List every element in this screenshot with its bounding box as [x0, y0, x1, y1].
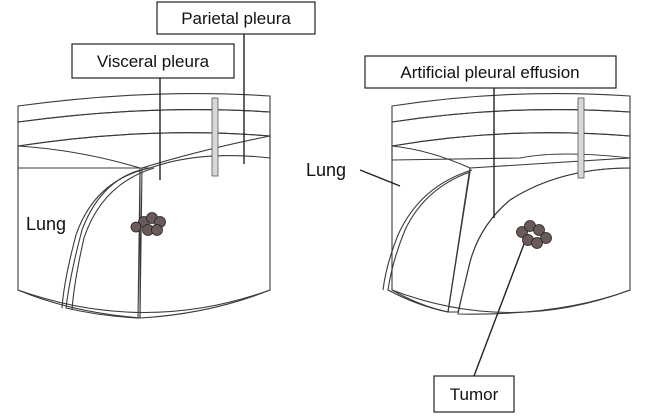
biopsy-needle-icon: [577, 97, 585, 179]
effusion-label: Artificial pleural effusion: [400, 63, 579, 82]
left-bottom-curve: [17, 289, 271, 313]
right-skin-layer: [391, 92, 631, 123]
visceral-pleura-label: Visceral pleura: [97, 52, 210, 71]
tumor-icon: [130, 212, 166, 236]
biopsy-needle-icon: [211, 97, 219, 177]
visceral-pleura-box: [71, 43, 235, 79]
effusion-box: [364, 55, 617, 89]
left-visceral-overlap: [65, 169, 141, 319]
left-panel: Lung Liver Parietal pleura Visceral pleu…: [17, 1, 316, 319]
tumor-leader: [473, 243, 525, 377]
left-liver-label: Liver: [188, 246, 227, 266]
right-liver-region: [457, 167, 631, 315]
parietal-pleura-label: Parietal pleura: [181, 9, 291, 28]
right-lung-label: Lung: [306, 160, 346, 180]
parietal-pleura-box: [156, 1, 316, 35]
right-muscle-layer: [391, 132, 631, 161]
right-liver-label: Liver: [560, 266, 599, 286]
right-panel: Liver Lung Artificial pleural effusion T…: [306, 55, 631, 413]
right-bottom-curve: [391, 289, 631, 314]
right-lung-region: [391, 145, 471, 313]
right-lung-collapsed: [387, 171, 471, 313]
left-pleura-lines: [61, 167, 155, 311]
tumor-icon: [516, 220, 552, 249]
tumor-label: Tumor: [450, 385, 499, 404]
left-lung-label: Lung: [26, 214, 66, 234]
right-pleura-lines: [382, 169, 473, 291]
tumor-box: [433, 375, 515, 413]
left-muscle-layer: [17, 132, 271, 169]
right-lung-leader: [359, 169, 401, 187]
